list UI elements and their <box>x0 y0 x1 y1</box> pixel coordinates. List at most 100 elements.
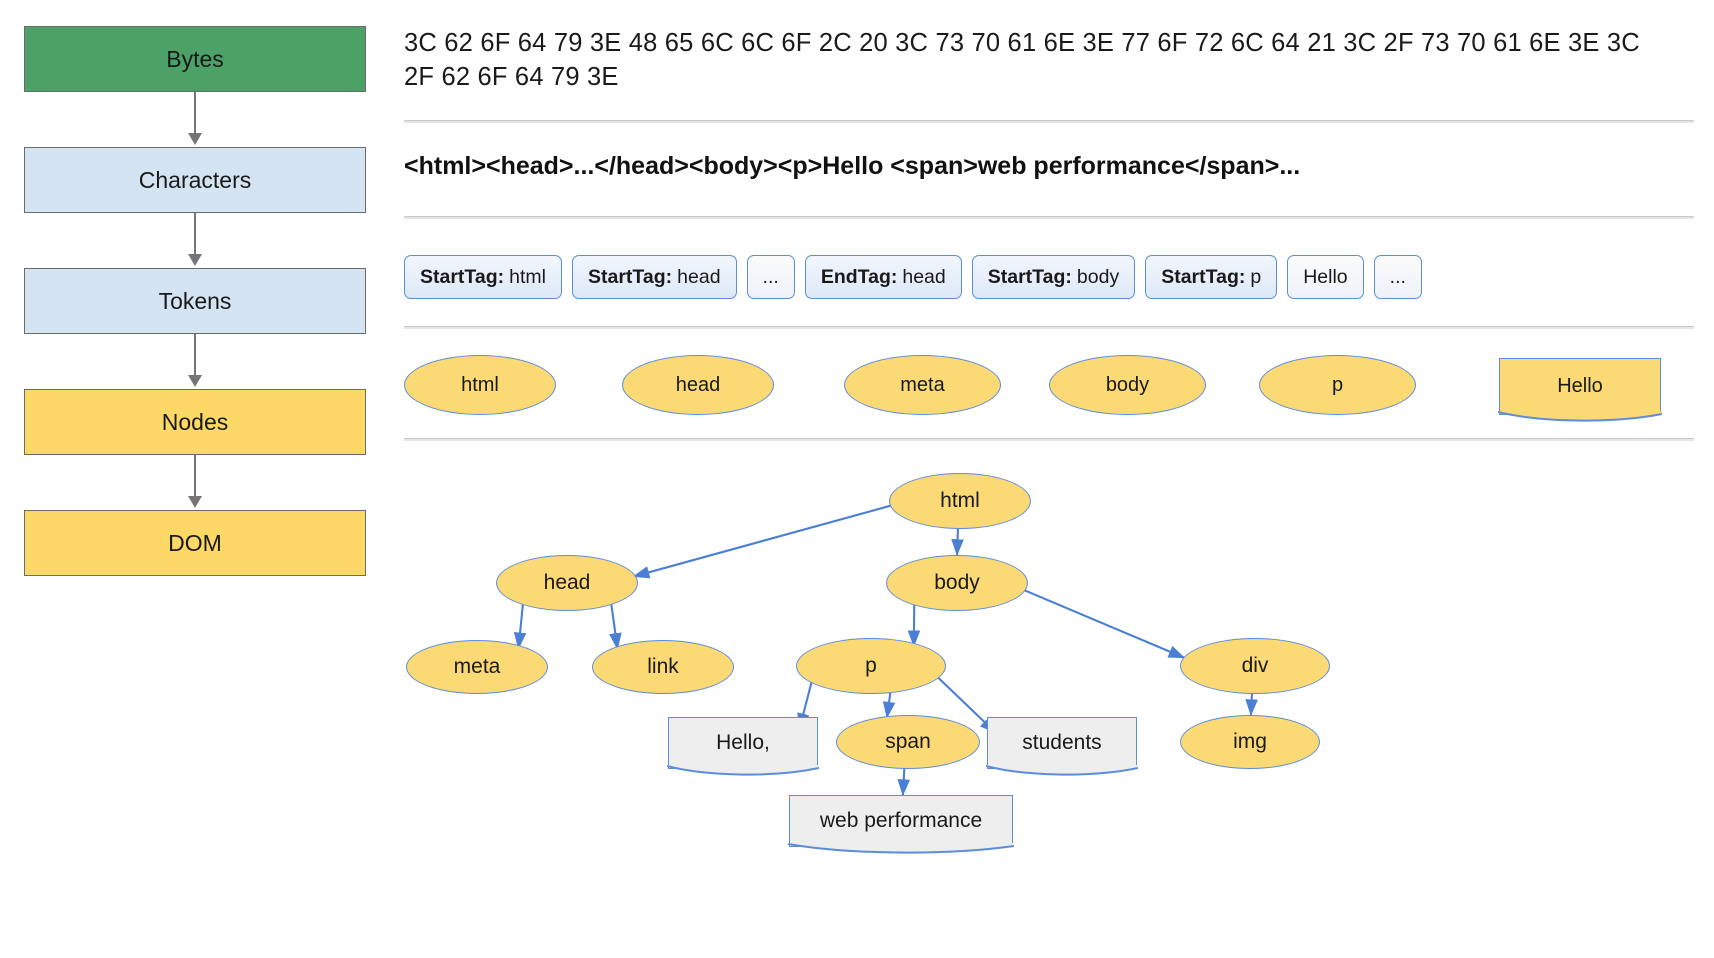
dom-text-node[interactable]: Hello, <box>667 717 819 776</box>
dom-element-node[interactable]: span <box>836 715 980 769</box>
dom-node-label: students <box>1022 731 1102 754</box>
dom-node-label: head <box>543 571 591 594</box>
nodes-row: html head meta body p Hello <box>404 355 1694 425</box>
dom-element-node[interactable]: p <box>796 638 946 694</box>
stage-box-characters[interactable]: Characters <box>24 147 366 213</box>
node-ellipse[interactable]: body <box>1049 355 1206 415</box>
dom-edge <box>882 689 896 719</box>
arrow-shaft <box>194 213 196 257</box>
dom-node-label: Hello, <box>716 731 770 754</box>
dom-edge <box>951 526 964 557</box>
text-node-box[interactable]: Hello <box>1498 358 1662 422</box>
separator-rule-4 <box>404 438 1694 441</box>
node-label: p <box>1331 373 1344 396</box>
stage-box-nodes[interactable]: Nodes <box>24 389 366 455</box>
stage-box-tokens[interactable]: Tokens <box>24 268 366 334</box>
arrow-shaft <box>194 92 196 136</box>
dom-edge <box>632 504 892 579</box>
characters-markup-string: <html><head>...</head><body><p>Hello <sp… <box>404 152 1301 180</box>
dom-edge <box>1245 691 1258 717</box>
token-value: body <box>1076 265 1120 288</box>
stage-box-dom[interactable]: DOM <box>24 510 366 576</box>
pipeline-column: Bytes Characters Tokens Nodes DOM <box>24 26 366 576</box>
torn-edge-icon <box>667 765 819 776</box>
dom-node-label: web performance <box>819 809 983 832</box>
token-chip[interactable]: Hello <box>1287 255 1364 299</box>
dom-edge <box>513 600 527 650</box>
node-ellipse[interactable]: p <box>1259 355 1416 415</box>
dom-element-node[interactable]: html <box>889 473 1031 529</box>
dom-node-label: span <box>885 730 931 753</box>
stages-detail-panel: 3C 62 6F 64 79 3E 48 65 6C 6C 6F 2C 20 3… <box>404 0 1714 958</box>
dom-element-node[interactable]: link <box>592 640 734 694</box>
stage-label: Tokens <box>158 287 232 314</box>
bytes-hex-string: 3C 62 6F 64 79 3E 48 65 6C 6C 6F 2C 20 3… <box>404 29 1640 91</box>
arrow-shaft <box>194 334 196 378</box>
token-value: html <box>509 265 546 288</box>
node-ellipse[interactable]: html <box>404 355 556 415</box>
node-ellipse[interactable]: meta <box>844 355 1001 415</box>
token-chip[interactable]: StartTag:html <box>404 255 562 299</box>
node-label: html <box>461 373 499 396</box>
dom-text-node[interactable]: web performance <box>788 795 1014 854</box>
dom-element-node[interactable]: body <box>886 555 1028 611</box>
pipeline-arrow-3 <box>24 334 366 389</box>
dom-node-label: meta <box>453 655 501 678</box>
dom-element-node[interactable]: img <box>1180 715 1320 769</box>
dom-element-node[interactable]: head <box>496 555 638 611</box>
arrow-head-icon <box>188 254 202 266</box>
dom-node-label: link <box>647 655 679 678</box>
dom-element-node[interactable]: div <box>1180 638 1330 694</box>
arrow-shaft <box>194 455 196 499</box>
token-kind: StartTag: <box>1161 265 1246 288</box>
token-chip[interactable]: StartTag:body <box>971 255 1136 299</box>
node-label: head <box>675 373 721 396</box>
dom-element-node[interactable]: meta <box>406 640 548 694</box>
dom-edge <box>934 674 997 734</box>
stage-label: Bytes <box>166 45 224 72</box>
token-value: Hello <box>1303 265 1348 288</box>
pipeline-arrow-1 <box>24 92 366 147</box>
torn-edge-icon <box>788 843 1014 854</box>
dom-edge <box>609 599 622 650</box>
node-label: body <box>1105 373 1150 396</box>
stage-label: DOM <box>168 529 222 556</box>
dom-text-node[interactable]: students <box>986 717 1138 776</box>
dom-node-label: div <box>1241 654 1269 677</box>
token-chip[interactable]: ... <box>1373 255 1422 299</box>
token-value: ... <box>1389 265 1406 288</box>
token-chip[interactable]: ... <box>746 255 795 299</box>
token-chip[interactable]: StartTag:p <box>1145 255 1278 299</box>
token-kind: EndTag: <box>820 265 898 288</box>
token-chip[interactable]: StartTag:head <box>572 255 737 299</box>
dom-edge <box>897 766 911 797</box>
dom-node-label: img <box>1233 730 1267 753</box>
token-kind: StartTag: <box>420 265 505 288</box>
token-value: head <box>677 265 721 288</box>
pipeline-arrow-2 <box>24 213 366 268</box>
arrow-head-icon <box>188 375 202 387</box>
separator-rule-2 <box>404 216 1694 219</box>
separator-rule-1 <box>404 120 1694 123</box>
torn-edge-icon <box>986 765 1138 776</box>
separator-rule-3 <box>404 326 1694 329</box>
token-chip[interactable]: EndTag:head <box>804 255 962 299</box>
stage-box-bytes[interactable]: Bytes <box>24 26 366 92</box>
torn-edge-icon <box>1498 411 1662 422</box>
dom-edge <box>907 600 921 648</box>
arrow-head-icon <box>188 133 202 145</box>
stage-label: Nodes <box>161 408 229 435</box>
token-kind: StartTag: <box>987 265 1072 288</box>
token-value: p <box>1250 265 1262 288</box>
node-label: meta <box>900 373 945 396</box>
token-value: ... <box>762 265 779 288</box>
dom-node-label: body <box>934 571 980 594</box>
dom-tree-edges <box>513 504 1258 797</box>
dom-edge <box>1021 588 1186 659</box>
token-value: head <box>902 265 946 288</box>
node-label: Hello <box>1557 375 1603 397</box>
arrow-head-icon <box>188 496 202 508</box>
node-ellipse[interactable]: head <box>622 355 774 415</box>
